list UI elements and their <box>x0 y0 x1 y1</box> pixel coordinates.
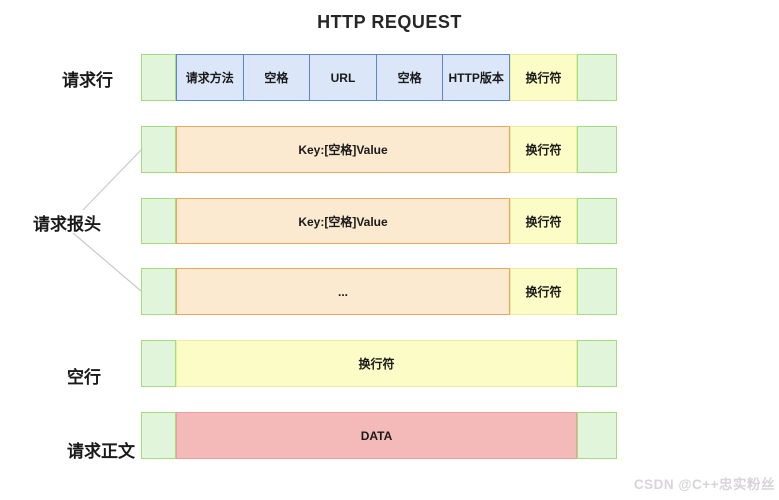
row-request-body: DATA <box>141 412 617 459</box>
watermark-text: CSDN @C++忠实粉丝 <box>633 477 775 492</box>
row-header-1: Key:[空格]Value 换行符 <box>141 126 617 173</box>
cell-newline: 换行符 <box>510 126 577 173</box>
padding-cell-left <box>141 198 176 244</box>
padding-cell-right <box>577 198 617 244</box>
cell-url: URL <box>310 54 377 101</box>
padding-cell-right <box>577 412 617 459</box>
row-blank-line: 换行符 <box>141 340 617 387</box>
label-request-headers: 请求报头 <box>33 215 101 234</box>
cell-data: DATA <box>176 412 577 459</box>
connector-line-top <box>82 149 142 211</box>
padding-cell-left <box>141 126 176 173</box>
cell-newline-full: 换行符 <box>176 340 577 387</box>
padding-cell-left <box>141 340 176 387</box>
request-line-cells: 请求方法 空格 URL 空格 HTTP版本 <box>176 54 510 101</box>
padding-cell-left <box>141 54 176 101</box>
padding-cell-left <box>141 412 176 459</box>
label-request-body: 请求正文 <box>67 442 135 461</box>
padding-cell-right <box>577 268 617 315</box>
padding-cell-right <box>577 340 617 387</box>
label-request-line: 请求行 <box>62 71 113 90</box>
connector-line-bottom <box>72 232 142 292</box>
row-request-line: 请求方法 空格 URL 空格 HTTP版本 换行符 <box>141 54 617 101</box>
cell-newline: 换行符 <box>510 268 577 315</box>
cell-header-ellipsis: ... <box>176 268 510 315</box>
cell-space-2: 空格 <box>376 54 444 101</box>
cell-http-version: HTTP版本 <box>443 54 510 101</box>
padding-cell-right <box>577 54 617 101</box>
cell-header-kv: Key:[空格]Value <box>176 198 510 244</box>
cell-request-method: 请求方法 <box>176 54 244 101</box>
label-blank-line: 空行 <box>67 368 101 387</box>
cell-space-1: 空格 <box>243 54 311 101</box>
cell-newline: 换行符 <box>510 54 577 101</box>
padding-cell-right <box>577 126 617 173</box>
row-header-2: Key:[空格]Value 换行符 <box>141 198 617 244</box>
row-header-ellipsis: ... 换行符 <box>141 268 617 315</box>
cell-newline: 换行符 <box>510 198 577 244</box>
diagram-title: HTTP REQUEST <box>317 12 462 32</box>
cell-header-kv: Key:[空格]Value <box>176 126 510 173</box>
padding-cell-left <box>141 268 176 315</box>
